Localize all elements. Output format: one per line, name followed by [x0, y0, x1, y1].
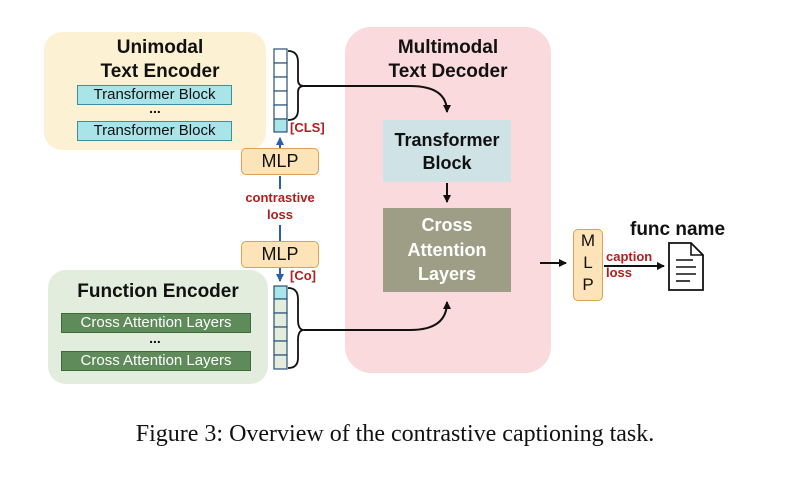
co-token-label: [Co]	[290, 268, 316, 283]
decoder-transformer-label-line2: Block	[422, 153, 472, 173]
decoder-cross-attention-block	[383, 208, 511, 292]
contrastive-loss-line1: contrastive	[245, 190, 315, 205]
decoder-title-line2: Text Decoder	[388, 61, 508, 82]
unimodal-title-line1: Unimodal	[116, 37, 204, 58]
caption-loss-line1: caption	[606, 249, 653, 264]
contrastive-loss-line2: loss	[266, 207, 293, 222]
cross-attention-layers-1: Cross Attention Layers	[61, 313, 251, 333]
mlp-right-p: P	[582, 275, 594, 294]
decoder-cross-label-line2: Attention	[407, 240, 487, 260]
func-name-label: func name	[630, 219, 726, 240]
decoder-cross-label-line3: Layers	[417, 264, 477, 284]
figure-caption: Figure 3: Overview of the contrastive ca…	[135, 421, 655, 447]
mlp-right-box: M L P	[573, 229, 603, 301]
cls-token-label: [CLS]	[290, 120, 325, 135]
co-token-cell	[273, 285, 288, 300]
decoder-title-line1: Multimodal	[397, 37, 499, 58]
unimodal-title-line2: Text Encoder	[100, 61, 220, 82]
top-brace	[287, 50, 305, 121]
cross-attention-layers-2: Cross Attention Layers	[61, 351, 251, 371]
function-encoder-title: Function Encoder	[77, 281, 239, 302]
mlp-right-m: M	[580, 231, 596, 250]
decoder-transformer-label-line1: Transformer	[394, 130, 500, 150]
mlp-bottom-box: MLP	[241, 241, 319, 268]
arrow-text-to-decoder	[304, 85, 451, 113]
text-token-stack	[273, 48, 288, 133]
arrow-function-to-cross-attention	[304, 301, 451, 331]
document-icon	[668, 242, 704, 291]
bottom-brace	[287, 287, 305, 369]
transformer-block-2: Transformer Block	[77, 121, 232, 141]
function-encoder-ellipsis: ...	[149, 330, 161, 346]
decoder-transformer-block	[383, 120, 511, 182]
cls-token-cell	[273, 118, 288, 133]
function-token-stack	[273, 285, 288, 370]
mlp-top-box: MLP	[241, 148, 319, 175]
mlp-right-l: L	[583, 253, 593, 272]
caption-loss-line2: loss	[606, 265, 633, 280]
transformer-block-1: Transformer Block	[77, 85, 232, 105]
unimodal-ellipsis: ...	[149, 100, 161, 116]
decoder-cross-label-line1: Cross	[421, 215, 473, 235]
